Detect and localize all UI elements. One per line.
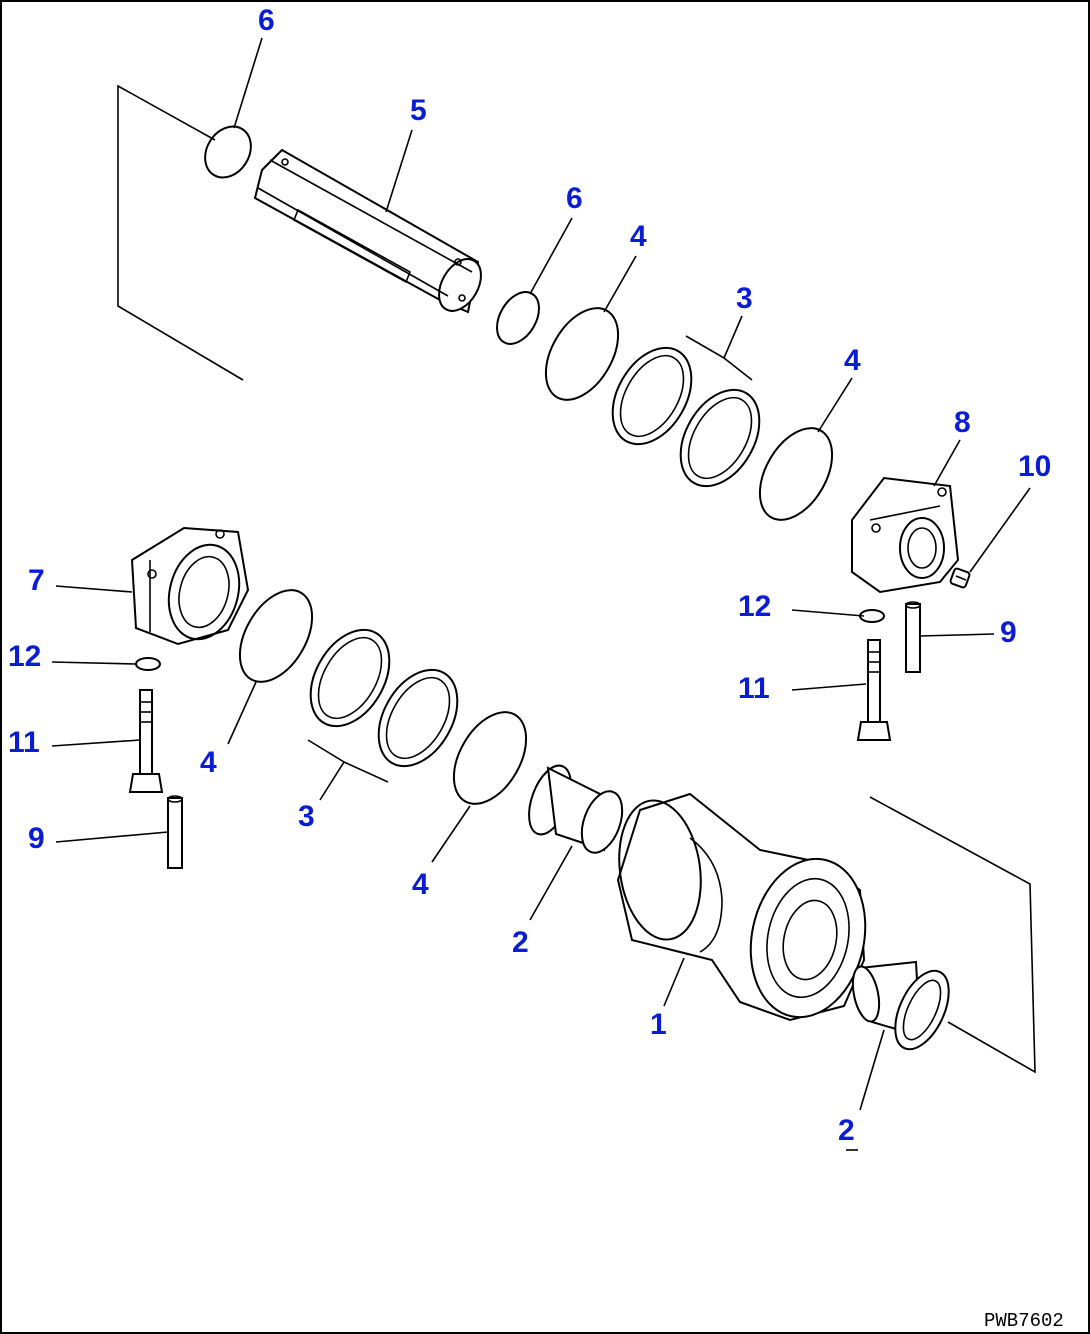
callout-7: 7	[28, 564, 45, 597]
callout-2-left: 2	[512, 926, 529, 959]
drawing-code: PWB7602	[984, 1310, 1064, 1332]
callout-3-lower: 3	[298, 800, 315, 833]
roller-1	[616, 792, 867, 1022]
callout-1: 1	[650, 1008, 667, 1041]
callout-3-upper: 3	[736, 282, 753, 315]
o-ring-4-top-right	[758, 427, 834, 521]
callout-11-left: 11	[8, 726, 40, 759]
callout-11-right: 11	[738, 672, 770, 705]
callout-6-top: 6	[258, 4, 275, 37]
collar-7	[130, 526, 250, 646]
callout-2-right: 2	[838, 1114, 855, 1147]
callout-9-right: 9	[1000, 616, 1017, 649]
callout-10: 10	[1018, 450, 1051, 483]
o-ring-4-left	[238, 589, 314, 683]
collar-8	[851, 476, 960, 594]
callout-4-lower: 4	[412, 868, 429, 901]
callout-6-mid: 6	[566, 182, 583, 215]
pin-9-right	[905, 601, 921, 673]
callout-12-left: 12	[8, 640, 41, 673]
callout-5: 5	[410, 94, 427, 127]
o-ring-6-upper	[204, 125, 252, 179]
reference-plane-right	[869, 796, 1036, 1074]
reference-plane-left	[117, 84, 244, 381]
floating-seal-3-bottom	[309, 628, 459, 768]
floating-seal-3-top	[611, 346, 761, 488]
shaft-5	[253, 148, 482, 314]
o-ring-4-bottom	[452, 711, 528, 805]
washer-12-left	[135, 657, 161, 671]
bolt-11-right	[856, 639, 892, 741]
callout-4-left: 4	[200, 746, 217, 779]
bushing-2-right	[851, 960, 950, 1051]
callout-4-upper-right: 4	[844, 344, 861, 377]
callout-4-upper: 4	[630, 220, 647, 253]
o-ring-6-lower	[496, 291, 540, 345]
pin-9-left	[167, 795, 183, 869]
bolt-11-left	[128, 689, 164, 793]
callout-8: 8	[954, 406, 971, 439]
plug-10	[949, 567, 971, 589]
callout-9-left: 9	[28, 822, 45, 855]
callout-12-right: 12	[738, 590, 771, 623]
leader-lines	[51, 37, 1031, 1111]
bushing-2-left	[528, 764, 624, 854]
o-ring-4-top-left	[544, 307, 620, 401]
